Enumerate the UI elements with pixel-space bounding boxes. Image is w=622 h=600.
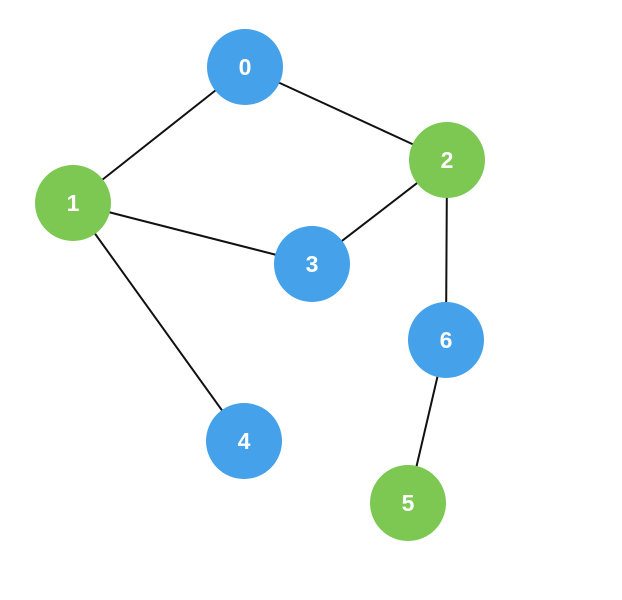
graph-edge-2-6 (445, 197, 448, 303)
graph-edge-6-5 (415, 376, 439, 467)
graph-edge-2-3 (341, 182, 418, 242)
graph-node-5[interactable]: 5 (370, 465, 446, 541)
graph-node-0[interactable]: 0 (207, 29, 283, 105)
graph-edge-0-2 (278, 81, 414, 146)
graph-node-3[interactable]: 3 (274, 226, 350, 302)
graph-node-6[interactable]: 6 (408, 302, 484, 378)
node-circle-1[interactable] (35, 165, 111, 241)
graph-node-2[interactable]: 2 (409, 122, 485, 198)
node-circle-2[interactable] (409, 122, 485, 198)
node-circle-4[interactable] (206, 403, 282, 479)
node-circle-5[interactable] (370, 465, 446, 541)
node-circle-6[interactable] (408, 302, 484, 378)
graph-edge-1-3 (108, 211, 277, 256)
graph-node-1[interactable]: 1 (35, 165, 111, 241)
node-circle-3[interactable] (274, 226, 350, 302)
node-circle-0[interactable] (207, 29, 283, 105)
graph-edge-0-1 (101, 89, 217, 181)
graph-node-4[interactable]: 4 (206, 403, 282, 479)
graph-edge-1-4 (94, 232, 223, 412)
